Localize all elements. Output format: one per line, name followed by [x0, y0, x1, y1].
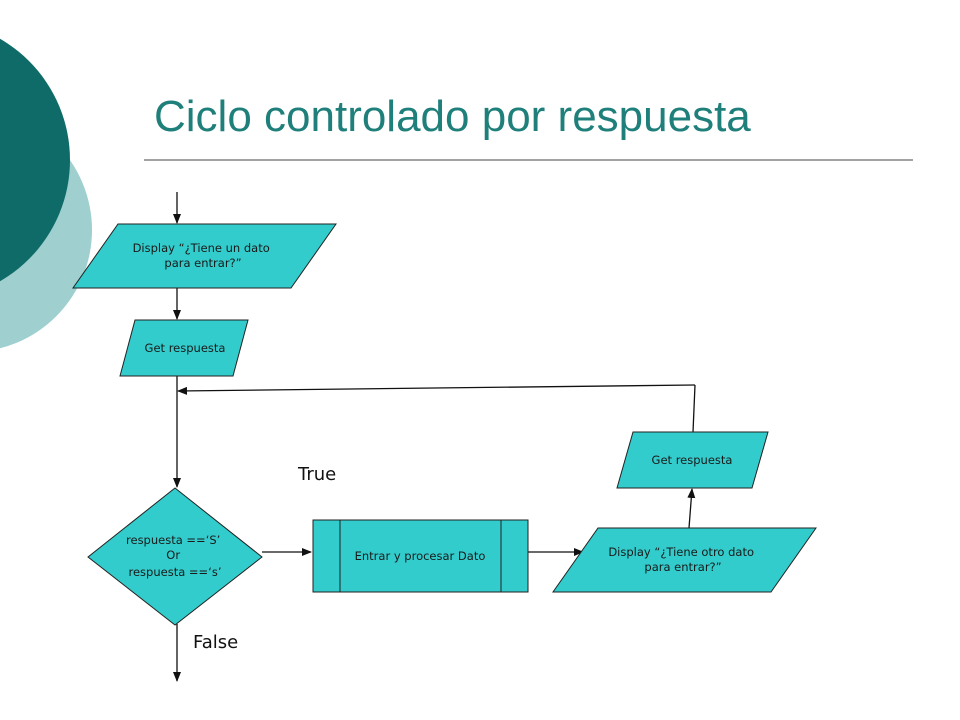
process-text: Entrar y procesar Dato: [355, 549, 486, 563]
true-label: True: [297, 464, 336, 485]
display-next-text: Display “¿Tiene otro dato para entrar?”: [608, 545, 757, 574]
loop-up: [692, 384, 696, 433]
display-next-shape: [552, 527, 817, 593]
get-next-shape: [616, 431, 769, 489]
get-next-text: Get respuesta: [652, 453, 733, 467]
get-first-shape: [119, 319, 249, 377]
decision-text: respuesta ==‘S’ Or respuesta ==‘s’: [126, 533, 224, 579]
display-first-text: Display “¿Tiene un dato para entrar?”: [133, 241, 274, 270]
display-first-shape: [72, 223, 337, 289]
get-first-text: Get respuesta: [145, 341, 226, 355]
arrow-display-to-get-next: [687, 488, 696, 529]
decor-circle-dark: [0, 38, 70, 282]
page-title: Ciclo controlado por respuesta: [154, 92, 751, 141]
loop-back-arrow: [177, 384, 696, 395]
false-label: False: [193, 632, 238, 653]
decision-shape: [87, 487, 263, 626]
process-shape: [312, 519, 529, 593]
